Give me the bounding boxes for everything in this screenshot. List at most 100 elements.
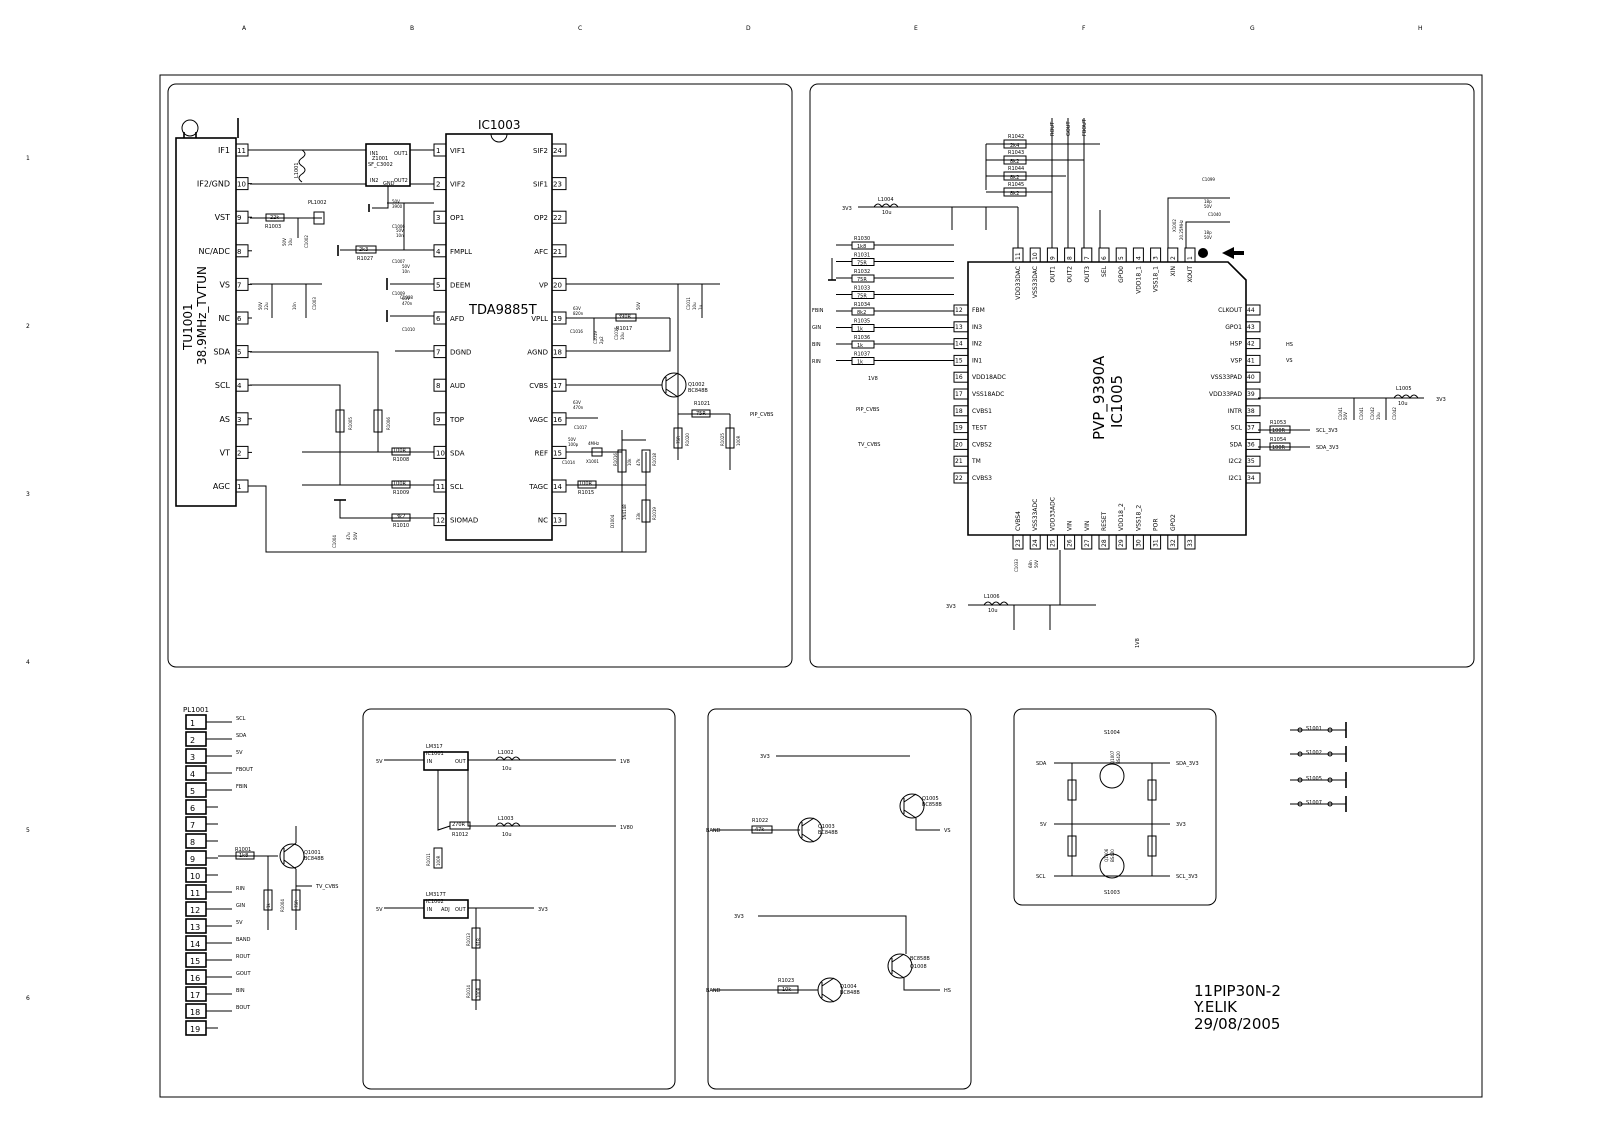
ic1003-pin-label: AFC — [534, 248, 548, 256]
grid-row-label: 1 — [26, 155, 30, 162]
svg-text:PIP_CVBS: PIP_CVBS — [750, 412, 773, 418]
ic1005-pin-label: XIN — [1170, 266, 1177, 276]
ic1005-pin-number: 35 — [1247, 458, 1255, 465]
ic1003-pin-label: DGND — [450, 349, 471, 357]
panel-level-shifter — [1013, 708, 1217, 906]
wiring-tuner-panel: L1001 Z1001 SF_C3002 IN1 OUT1 IN2 OUT2 G… — [250, 143, 773, 553]
grid-row-label: 6 — [26, 995, 30, 1002]
tuner-pin-label: AS — [219, 415, 230, 424]
svg-text:47u: 47u — [346, 532, 351, 540]
svg-text:10k: 10k — [782, 987, 791, 993]
svg-text:100R: 100R — [1272, 445, 1286, 451]
ic1003-pin-number: 12 — [436, 517, 445, 525]
svg-text:C1014: C1014 — [562, 460, 575, 465]
ic1005-pin-label: CVBS2 — [972, 441, 992, 448]
ic1005-pin-number: 12 — [955, 307, 963, 314]
ic1003-pin-number: 11 — [436, 483, 445, 491]
svg-text:3V3: 3V3 — [760, 754, 770, 760]
ic1005-pin — [953, 422, 969, 434]
ic1005-pin-number: 3 — [1153, 256, 1160, 260]
ic1005-pin-number: 42 — [1247, 341, 1255, 348]
svg-text:FBIN: FBIN — [812, 308, 824, 314]
svg-text:1V80: 1V80 — [620, 825, 633, 831]
ic1003-pin — [433, 513, 447, 527]
ic1003-pin-label: VPLL — [531, 315, 548, 323]
ic1005-pin-label: VSS33PAD — [1211, 374, 1243, 381]
ic1005-pin-label: POR — [1153, 518, 1160, 531]
ic1005-pin-number: 23 — [1015, 539, 1022, 547]
ic1003-pin-number: 13 — [553, 517, 562, 525]
svg-text:BC848B: BC848B — [818, 830, 838, 836]
ic1003-pin-label: AFD — [450, 315, 464, 323]
ic1005-pin-number: 39 — [1247, 391, 1255, 398]
svg-text:3V3: 3V3 — [734, 914, 744, 920]
tuner-pin-number: 2 — [237, 449, 241, 457]
ic1005-pin-number: 33 — [1187, 539, 1194, 547]
svg-text:270R: 270R — [452, 822, 466, 828]
ic1003-pin-number: 7 — [436, 349, 440, 357]
tuner-pin-number: 10 — [237, 181, 246, 189]
svg-text:1V8: 1V8 — [868, 376, 878, 382]
svg-text:TV_CVBS: TV_CVBS — [315, 884, 338, 890]
wiring-level-shifter: S1004 S1003 SDA SDA_3V3 5V 3V3 SCL SCL_3… — [1036, 730, 1199, 896]
ic1005-pin-label: IN3 — [972, 324, 982, 331]
svg-text:SDA_3V3: SDA_3V3 — [1316, 445, 1339, 451]
svg-text:2k4: 2k4 — [1010, 143, 1019, 149]
resistor-ref: R1030 — [854, 236, 870, 242]
tuner-pin-label: AGC — [213, 482, 231, 491]
svg-text:50V: 50V — [1204, 235, 1212, 240]
ic1005-pin — [953, 438, 969, 450]
ic1005-pin — [1046, 534, 1058, 550]
svg-text:1V8: 1V8 — [620, 759, 630, 765]
ic1005-pin-label: GPO0 — [1118, 266, 1125, 283]
grid-row-label: 5 — [26, 827, 30, 834]
ic1005-pin-label: VSS18_1 — [1153, 266, 1160, 292]
svg-text:IN2: IN2 — [370, 178, 378, 184]
ic1005-pin — [953, 304, 969, 316]
tuner-pin-number: 4 — [237, 382, 242, 390]
ic1003-pin-number: 8 — [436, 382, 440, 390]
grid-col-label: B — [410, 25, 414, 32]
svg-text:Q1006: Q1006 — [1104, 848, 1109, 862]
ic1005-pin — [1245, 388, 1261, 400]
ic1005-pin-number: 40 — [1247, 374, 1255, 381]
ic1003-pin-number: 16 — [553, 416, 562, 424]
svg-text:50V: 50V — [568, 437, 576, 442]
tuner-tu1001: TU1001 38.9MHz_TVTUN 11IF110IF2/GND9VST8… — [175, 118, 252, 507]
svg-text:IC1001: IC1001 — [426, 751, 444, 757]
ic1005-pin-number: 27 — [1084, 539, 1091, 547]
ic1005-pin — [1245, 304, 1261, 316]
ic1003-pin-number: 17 — [553, 382, 562, 390]
ic1005-pin-number: 36 — [1247, 441, 1255, 448]
grid-col-label: E — [914, 25, 918, 32]
svg-text:3V3: 3V3 — [538, 907, 548, 913]
tuner-pin-number: 7 — [237, 281, 241, 289]
pl1001-signal: SDA — [236, 733, 247, 739]
ic1005-pin-number: 11 — [1015, 252, 1022, 260]
ic1003-pin — [551, 345, 567, 359]
svg-text:C1015: C1015 — [614, 327, 619, 340]
tuner-pin-number: 5 — [237, 349, 241, 357]
svg-text:L1005: L1005 — [1396, 386, 1412, 392]
ic1005-pin-number: 17 — [955, 391, 963, 398]
svg-text:47k: 47k — [636, 458, 641, 466]
ic1003-pin-label: REF — [535, 449, 548, 457]
svg-text:BIN: BIN — [812, 342, 821, 348]
ic1005-pin — [1245, 371, 1261, 383]
svg-text:91R: 91R — [476, 938, 481, 946]
ic1005-pin — [953, 405, 969, 417]
svg-text:SCL_3V3: SCL_3V3 — [1316, 428, 1338, 434]
ic1003-pin-number: 2 — [436, 181, 440, 189]
ic1003-pin — [433, 311, 447, 325]
svg-text:BC848B: BC848B — [688, 388, 708, 394]
grid-row-label: 3 — [26, 491, 30, 498]
ic1005-pin-label: TM — [971, 458, 981, 465]
ic1003-pin-number: 1 — [436, 147, 440, 155]
svg-text:R1005: R1005 — [348, 417, 353, 430]
ic1005-pin-label: OUT3 — [1084, 266, 1091, 283]
wiring-pl1001: R1001 1k8 1k R1004 Q1001 BC848B 75R TV_C… — [218, 826, 338, 930]
ic1003-pin-number: 15 — [553, 449, 562, 457]
ic1005-pin — [1245, 321, 1261, 333]
svg-text:75R: 75R — [676, 436, 681, 444]
ic1003-pin-label: SCL — [450, 483, 463, 491]
